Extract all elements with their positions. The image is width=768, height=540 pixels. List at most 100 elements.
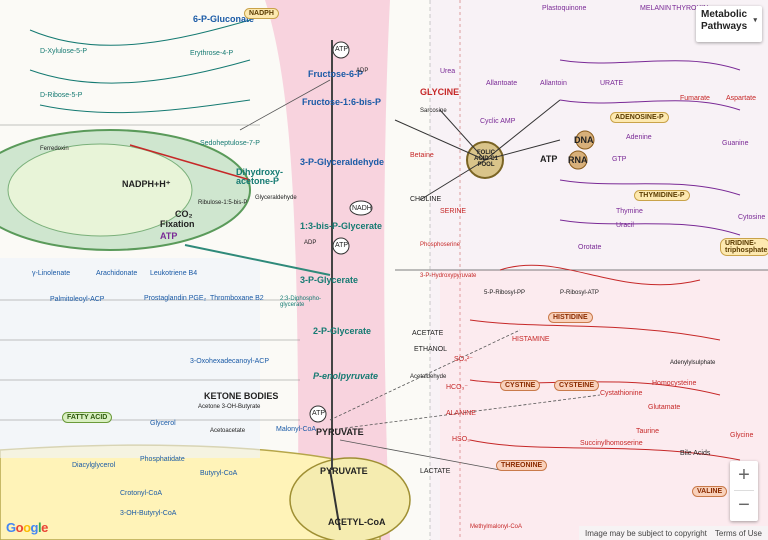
allantoate-label[interactable]: Allantoate (486, 80, 518, 87)
fumarate-label[interactable]: Fumarate (680, 95, 710, 102)
nadph-top-box[interactable]: NADPH (244, 8, 279, 19)
adp-1-label[interactable]: ADP (356, 68, 369, 74)
alanine-label[interactable]: ALANINE (446, 410, 476, 417)
acetaldehyde-label[interactable]: Acetaldehyde (410, 374, 447, 380)
cyclic-amp-label[interactable]: Cyclic AMP (480, 118, 516, 125)
adenine-label[interactable]: Adenine (626, 134, 652, 141)
glycerol-label[interactable]: Glycerol (150, 420, 176, 427)
threonine-box[interactable]: THREONINE (496, 460, 548, 471)
adenylylsulphate-label[interactable]: Adenylylsulphate (670, 360, 716, 366)
taurine-label[interactable]: Taurine (636, 428, 659, 435)
pyruvate-mito-label[interactable]: PYRUVATE (320, 466, 368, 476)
diphosphoglycerate-label[interactable]: 2:3-Diphospho-glycerate (280, 296, 322, 308)
atp-3-label[interactable]: ATP (312, 410, 326, 417)
melanin-label[interactable]: MELANIN (640, 5, 672, 12)
zoom-out-button[interactable]: − (738, 494, 750, 516)
bpg-label[interactable]: 1:3-bis-P-Glycerate (300, 221, 383, 231)
hydroxypyruvate-label[interactable]: 3-P-Hydroxypyruvate (420, 273, 477, 279)
leukotriene-label[interactable]: Leukotriene B4 (150, 270, 198, 277)
gluconate-label[interactable]: 6-P-Gluconate (193, 14, 255, 24)
hydroxybutyryl-label[interactable]: 3-OH-Butyryl-CoA (120, 510, 177, 517)
prostaglandin-label[interactable]: Prostaglandin PGE₂ (144, 295, 207, 302)
methylmalonyl-label[interactable]: Methylmalonyl-CoA (470, 524, 523, 530)
cystine-box[interactable]: CYSTINE (500, 380, 541, 391)
glutamate-label[interactable]: Glutamate (648, 404, 681, 411)
acetoacetate-label[interactable]: Acetoacetate (210, 428, 246, 434)
atp-1-label[interactable]: ATP (335, 46, 349, 53)
cysteine-box[interactable]: CYSTEINE (554, 380, 600, 391)
uracil-label[interactable]: Uracil (616, 222, 634, 229)
zoom-in-button[interactable]: + (738, 464, 750, 486)
histidine-box[interactable]: HISTIDINE (548, 312, 593, 323)
urate-label[interactable]: URATE (600, 80, 624, 87)
phosphatidate-label[interactable]: Phosphatidate (140, 456, 185, 463)
homocysteine-label[interactable]: Homocysteine (652, 380, 697, 387)
pg3-label[interactable]: 3-P-Glycerate (300, 275, 359, 285)
dna-label[interactable]: DNA (574, 135, 594, 145)
acetone-label[interactable]: Acetone 3-OH-Butyrate (198, 404, 261, 410)
xylulose-label[interactable]: D-Xylulose-5-P (40, 48, 88, 55)
plastoquinone-label[interactable]: Plastoquinone (542, 5, 587, 12)
allantoin-label[interactable]: Allantoin (540, 80, 567, 87)
uridine-box[interactable]: URIDINE-triphosphate (720, 238, 768, 256)
terms-link[interactable]: Terms of Use (714, 529, 762, 538)
urea-label[interactable]: Urea (440, 68, 456, 75)
glycine-label[interactable]: GLYCINE (420, 87, 460, 97)
ketone-bodies-label[interactable]: KETONE BODIES (204, 391, 279, 401)
bile-acids-label[interactable]: Bile Acids (680, 450, 711, 457)
glyceraldehyde3p-label[interactable]: 3-P-Glyceraldehyde (300, 157, 385, 167)
thyroxine-label[interactable]: THYROXIN (672, 5, 709, 12)
cytosine-label[interactable]: Cytosine (738, 214, 766, 221)
rna-label[interactable]: RNA (568, 155, 588, 165)
acetate-label[interactable]: ACETATE (412, 330, 444, 337)
diacylglycerol-label[interactable]: Diacylglycerol (72, 462, 116, 469)
hso3-label[interactable]: HSO₃ (452, 436, 471, 443)
betaine-label[interactable]: Betaine (410, 152, 434, 159)
phosphoserine-label[interactable]: Phosphoserine (420, 242, 461, 248)
lactate-label[interactable]: LACTATE (420, 468, 451, 475)
malonyl-label[interactable]: Malonyl-CoA (276, 426, 317, 433)
map-title-control[interactable]: Metabolic Pathways ▾ (696, 6, 762, 42)
erythrose-label[interactable]: Erythrose-4-P (190, 50, 234, 57)
nadph-h-label[interactable]: NADPH+H⁺ (122, 179, 171, 189)
crotonyl-label[interactable]: Crotonyl-CoA (120, 490, 163, 497)
ferredoxin-label[interactable]: Ferredoxin (40, 146, 69, 152)
succinyl-label[interactable]: Succinylhomoserine (580, 440, 643, 447)
co2-label[interactable]: CO₂ (175, 209, 193, 219)
aspartate-label[interactable]: Aspartate (726, 95, 756, 102)
riboflavin-label[interactable]: P-Ribosyl-ATP (560, 290, 599, 296)
dihydroxyacetone-label[interactable]: Dihydroxy-acetone-P (236, 167, 284, 186)
nadh-label[interactable]: NADH (352, 205, 372, 212)
linolenate-label[interactable]: γ-Linolenate (32, 270, 71, 277)
cystathionine-label[interactable]: Cystathionine (600, 390, 643, 397)
ethanol-label[interactable]: ETHANOL (414, 346, 448, 353)
serine-label[interactable]: SERINE (440, 208, 467, 215)
hco3-label[interactable]: HCO₃⁻ (446, 384, 469, 391)
folic-pool-label[interactable]: FOLIC ACID C1 POOL (474, 150, 499, 168)
butyryl-label[interactable]: Butyryl-CoA (200, 470, 238, 477)
glyceraldehyde-label[interactable]: Glyceraldehyde (255, 195, 297, 201)
glycine-small-label[interactable]: Glycine (730, 432, 754, 439)
sedoheptulose-label[interactable]: Sedoheptulose-7-P (200, 140, 260, 147)
adp-2-label[interactable]: ADP (304, 240, 317, 246)
sarcosine-label[interactable]: Sarcosine (420, 108, 447, 114)
histamine-label[interactable]: HISTAMINE (512, 336, 550, 343)
ribose-label[interactable]: D-Ribose-5-P (40, 92, 83, 99)
gtp-label[interactable]: GTP (612, 156, 627, 163)
fructose16bp-label[interactable]: Fructose-1:6-bis-P (302, 97, 382, 107)
atp-2-label[interactable]: ATP (335, 242, 349, 249)
adenosine-box[interactable]: ADENOSINE-P (610, 112, 669, 123)
thymine-label[interactable]: Thymine (616, 208, 643, 215)
thymidine-box[interactable]: THYMIDINE-P (634, 190, 690, 201)
thromboxane-label[interactable]: Thromboxane B2 (210, 295, 264, 302)
orotate-label[interactable]: Orotate (578, 244, 602, 251)
palmitoleoyl-label[interactable]: Palmitoleoyl-ACP (50, 296, 105, 303)
arachidonate-label[interactable]: Arachidonate (96, 270, 138, 277)
pyruvate-label[interactable]: PYRUVATE (316, 427, 364, 437)
acetylcoa-label[interactable]: ACETYL-CoA (328, 517, 386, 527)
valine-box[interactable]: VALINE (692, 486, 728, 497)
pyrophosphate-label[interactable]: 5-P-Ribosyl-PP (484, 290, 526, 296)
google-logo[interactable]: Google (6, 520, 48, 535)
choline-label[interactable]: CHOLINE (410, 196, 442, 203)
